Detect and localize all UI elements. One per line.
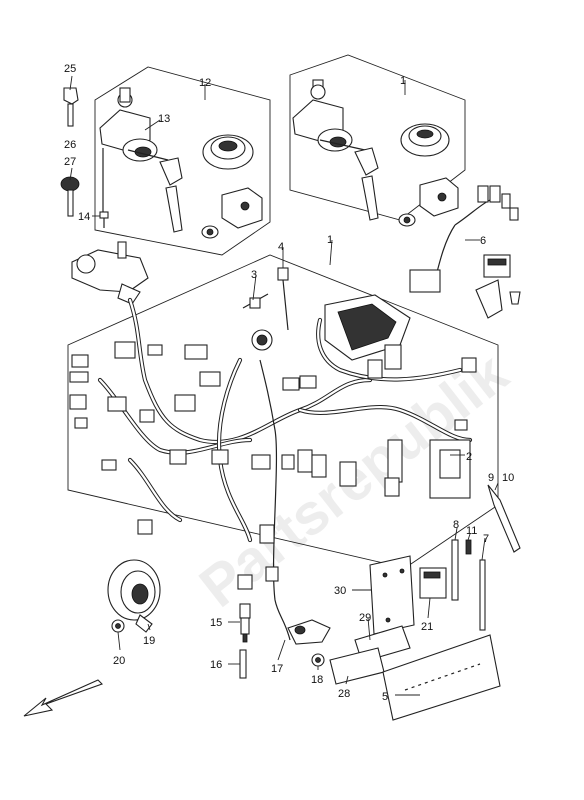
callout-18: 18 — [311, 674, 323, 686]
key-25[interactable] — [63, 87, 79, 127]
horn-19[interactable] — [107, 559, 161, 633]
callout-29: 29 — [359, 612, 371, 624]
harness-connectors[interactable] — [69, 329, 477, 590]
direction-arrow — [23, 679, 104, 717]
callout-1b: 1 — [400, 75, 406, 87]
callout-21: 21 — [421, 621, 433, 633]
harness-junction-block[interactable] — [324, 294, 411, 379]
helmet-lock-right[interactable] — [398, 213, 416, 227]
bracket-30[interactable] — [369, 555, 415, 635]
part-4[interactable] — [277, 267, 289, 331]
callout-8: 8 — [453, 519, 459, 531]
callout-27: 27 — [64, 156, 76, 168]
lock-set-box-left — [94, 66, 271, 256]
sub-harness-6[interactable] — [409, 185, 519, 293]
callout-11: 11 — [466, 525, 477, 537]
callout-5: 5 — [382, 691, 388, 703]
tie-8[interactable] — [451, 539, 459, 601]
ignition-switch-left[interactable] — [99, 87, 183, 233]
callout-4: 4 — [278, 241, 284, 253]
callout-30: 30 — [334, 585, 346, 597]
callout-13: 13 — [158, 113, 170, 125]
part-2[interactable] — [439, 449, 461, 479]
callout-17: 17 — [271, 663, 283, 675]
callout-12: 12 — [199, 77, 211, 89]
callout-15: 15 — [210, 617, 222, 629]
relay-6[interactable] — [475, 254, 521, 319]
callout-6: 6 — [480, 235, 486, 247]
callout-9: 9 — [488, 472, 494, 484]
bolt-18[interactable] — [311, 653, 325, 667]
part-3[interactable] — [242, 293, 269, 309]
clip-11[interactable] — [465, 539, 472, 555]
tie-7[interactable] — [479, 559, 486, 631]
callout-19: 19 — [143, 635, 155, 647]
callout-1: 1 — [327, 234, 333, 246]
callout-10: 10 — [502, 472, 514, 484]
helmet-lock-left[interactable] — [201, 225, 219, 239]
seat-lock-right[interactable] — [419, 177, 459, 217]
tie-16[interactable] — [239, 649, 247, 679]
relay-21[interactable] — [419, 567, 447, 599]
switch-17[interactable] — [287, 619, 331, 645]
callout-labels: 1 1 2 3 4 5 6 7 8 9 10 11 12 13 14 15 16… — [64, 63, 514, 703]
callout-16: 16 — [210, 659, 222, 671]
callout-28: 28 — [338, 688, 350, 700]
tie-9-10[interactable] — [487, 484, 521, 553]
fuel-cap-left[interactable] — [202, 134, 254, 170]
callout-7: 7 — [483, 533, 489, 545]
seat-lock-left[interactable] — [221, 187, 263, 229]
ignition-lock-assembly[interactable] — [71, 241, 149, 305]
callout-25: 25 — [64, 63, 76, 75]
switch-15[interactable] — [239, 603, 251, 643]
bolt-20[interactable] — [111, 619, 125, 633]
callout-26: 26 — [64, 139, 76, 151]
fuel-cap-right[interactable] — [400, 123, 450, 157]
pad-28[interactable] — [329, 647, 385, 685]
leader-lines — [69, 75, 499, 696]
screw-14[interactable] — [99, 211, 109, 228]
key-27[interactable] — [60, 176, 80, 217]
pad-5[interactable] — [382, 634, 501, 721]
callout-20: 20 — [113, 655, 125, 667]
lock-set-box-right — [289, 54, 466, 221]
callout-14: 14 — [78, 211, 90, 223]
ignition-switch-right[interactable] — [292, 79, 379, 221]
callout-3: 3 — [251, 269, 257, 281]
callout-2: 2 — [466, 451, 472, 463]
